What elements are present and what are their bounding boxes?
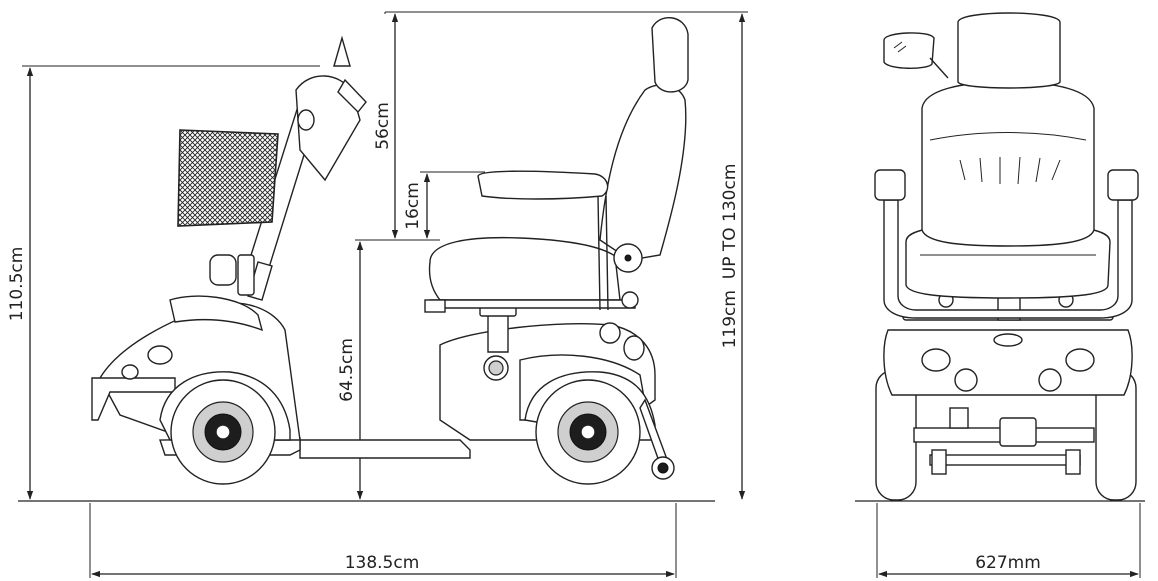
dimension-overall-height: 110.5cm	[7, 65, 320, 500]
armrest-height-label: 16cm	[403, 182, 423, 230]
scooter-front-view	[874, 12, 1139, 501]
dimension-seat-height: 64.5cm	[337, 239, 440, 500]
scooter-side-view	[91, 17, 689, 485]
dimension-seat-range: 119cm UP TO 130cm	[670, 11, 748, 500]
seat-height-label: 64.5cm	[337, 338, 357, 402]
seat-range-label: 119cm UP TO 130cm	[720, 164, 740, 349]
dimension-backrest-height: 56cm	[373, 11, 670, 239]
overall-height-label: 110.5cm	[7, 247, 27, 322]
overall-width-label: 627mm	[975, 553, 1041, 573]
dimension-overall-length: 138.5cm	[89, 503, 677, 578]
dimension-overall-width: 627mm	[876, 503, 1141, 578]
overall-length-label: 138.5cm	[345, 553, 420, 573]
dimension-armrest-height: 16cm	[403, 171, 485, 239]
backrest-height-label: 56cm	[373, 102, 393, 150]
